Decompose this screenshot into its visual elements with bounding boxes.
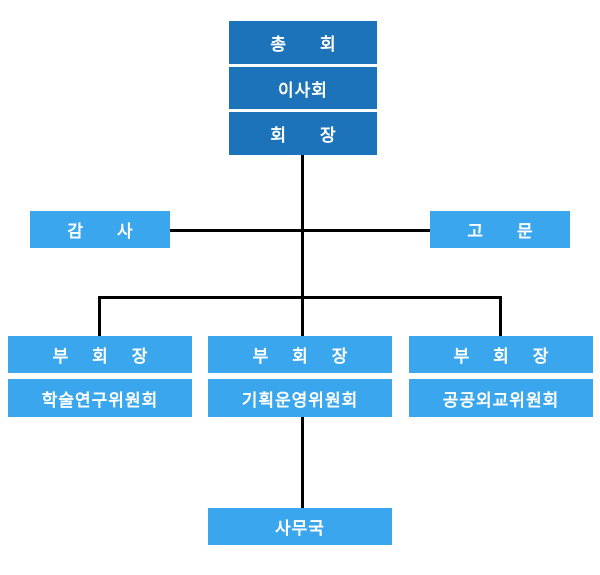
vice-president-box-2: 부 회 장 [208, 336, 392, 373]
advisor-box: 고 문 [430, 211, 570, 248]
drop-line-center [301, 296, 304, 337]
secretariat-line [301, 416, 304, 509]
vice-president-box-1: 부 회 장 [8, 336, 192, 373]
committee-box-planning: 기획운영위원회 [208, 379, 392, 417]
vice-president-box-3: 부 회 장 [409, 336, 593, 373]
committee-box-public-diplomacy: 공공외교위원회 [409, 379, 593, 417]
committee-box-academic: 학술연구위원회 [8, 379, 192, 417]
vice-branch-line [98, 296, 502, 299]
drop-line-left [98, 296, 101, 337]
secretariat-box: 사무국 [208, 508, 392, 545]
trunk-line-top [301, 154, 304, 298]
auditor-box: 감 사 [30, 211, 170, 248]
side-branch-line [170, 229, 430, 232]
general-assembly-box: 총 회 [229, 21, 377, 64]
president-box: 회 장 [229, 112, 377, 155]
drop-line-right [499, 296, 502, 337]
board-box: 이사회 [229, 67, 377, 109]
